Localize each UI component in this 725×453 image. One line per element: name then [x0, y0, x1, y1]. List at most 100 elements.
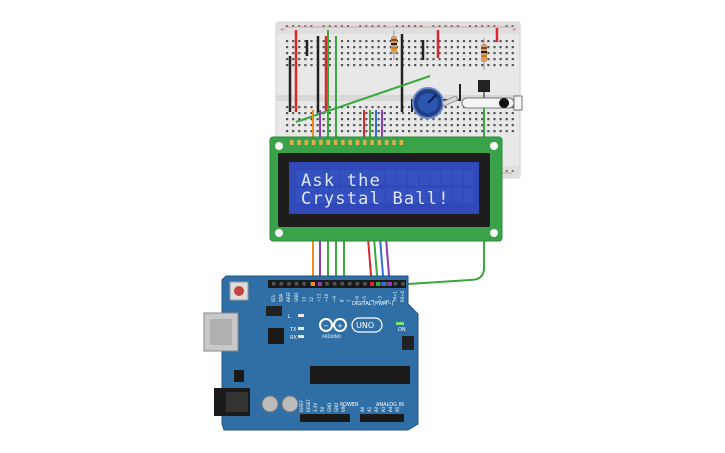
- lcd-pin[interactable]: [341, 140, 345, 145]
- digital-pin-label: 4: [370, 299, 375, 302]
- icsp-header-2[interactable]: [402, 336, 414, 350]
- digital-pin-label: SCL: [271, 294, 276, 302]
- digital-pin-label: 7: [347, 299, 352, 302]
- l-label: L: [288, 314, 291, 320]
- analog-header[interactable]: [360, 414, 404, 422]
- analog-label: ANALOG IN: [376, 402, 404, 408]
- header-wire-ends: [311, 282, 392, 286]
- power-header[interactable]: [300, 414, 350, 422]
- voltage-regulator: [234, 370, 244, 382]
- digital-pin-hole[interactable]: [393, 282, 398, 286]
- power-pin-label: 3.3V: [313, 403, 318, 412]
- lcd-line-1: Ask the: [301, 171, 381, 191]
- digital-pin-label: 2: [385, 299, 390, 302]
- rx-label: RX: [290, 335, 297, 341]
- lcd-pin[interactable]: [326, 140, 331, 145]
- icsp-header[interactable]: [266, 306, 282, 316]
- lcd-character-cells: [296, 170, 474, 203]
- lcd-pin[interactable]: [297, 140, 301, 145]
- analog-pin-label: A2: [374, 406, 379, 412]
- atmega-chip: [310, 366, 410, 384]
- lcd-pin[interactable]: [319, 140, 323, 145]
- lcd-mount-hole: [275, 229, 283, 237]
- digital-pin-hole[interactable]: [302, 282, 306, 286]
- digital-pin-label: AREF: [286, 291, 291, 302]
- lcd-pin[interactable]: [290, 140, 294, 145]
- digital-pin-hole[interactable]: [386, 282, 390, 286]
- digital-pin-hole[interactable]: [401, 282, 405, 286]
- digital-pin-label: RX<0: [400, 290, 405, 302]
- brand-label: ARDUINO: [322, 334, 341, 339]
- tilt-sensor-icon[interactable]: [461, 80, 523, 111]
- power-pin-label: 5V: [320, 406, 325, 412]
- power-pin-label: IOREF: [299, 399, 304, 412]
- analog-pin-label: A4: [388, 406, 393, 412]
- power-pin-label: GND: [334, 403, 339, 412]
- digital-pin-hole[interactable]: [378, 282, 382, 286]
- power-label: POWER: [340, 402, 359, 408]
- digital-pin-hole[interactable]: [325, 282, 329, 286]
- usb-port-icon[interactable]: [203, 312, 239, 352]
- digital-pin-hole[interactable]: [355, 282, 360, 286]
- rail-plus-label-right: +: [512, 27, 516, 33]
- capacitor: [261, 395, 279, 413]
- analog-pin-label: A0: [360, 406, 365, 412]
- lcd-pin[interactable]: [392, 140, 396, 145]
- on-label: ON: [398, 327, 406, 333]
- potentiometer-icon[interactable]: [412, 87, 459, 119]
- lcd-pin[interactable]: [384, 140, 389, 145]
- lcd-pin[interactable]: [348, 140, 352, 145]
- power-pin-label: GND: [327, 403, 332, 412]
- model-label: UNO: [356, 321, 374, 330]
- power-jack-icon[interactable]: [214, 388, 250, 416]
- lcd-pin[interactable]: [399, 140, 404, 145]
- lcd-mount-hole: [490, 229, 498, 237]
- resistor-icon[interactable]: [481, 38, 487, 70]
- usb-chip: [268, 328, 284, 344]
- digital-pin-hole[interactable]: [279, 282, 284, 286]
- digital-pin-hole[interactable]: [332, 282, 337, 286]
- digital-label: DIGITAL (PWM~): [352, 301, 394, 307]
- analog-pin-label: A1: [367, 406, 372, 412]
- power-pin-label: RESET: [306, 399, 311, 412]
- svg-text:−: −: [323, 322, 329, 330]
- rail-plus-label: +: [280, 27, 284, 33]
- breadboard-wires[interactable]: [288, 28, 499, 123]
- digital-pin-label: 12: [309, 296, 314, 302]
- reset-button[interactable]: [229, 281, 249, 301]
- digital-pin-hole[interactable]: [287, 282, 291, 286]
- digital-pin-label: ~6: [355, 296, 360, 302]
- lcd-pin[interactable]: [311, 140, 316, 145]
- digital-pin-label: 13: [301, 296, 306, 302]
- lcd-pin[interactable]: [363, 140, 367, 145]
- lcd-pin[interactable]: [304, 140, 309, 145]
- analog-pin-label: A5: [395, 406, 400, 412]
- lcd-line-2: Crystal Ball!: [301, 189, 450, 209]
- lcd-pin[interactable]: [333, 140, 338, 145]
- analog-pin-label: A3: [381, 406, 386, 412]
- power-pin-label: VIN: [341, 405, 346, 412]
- lcd-header-pins[interactable]: [290, 140, 403, 145]
- digital-pin-label: 8: [339, 299, 344, 302]
- lcd-pin[interactable]: [355, 140, 360, 145]
- digital-pin-hole[interactable]: [340, 282, 344, 286]
- lcd-module[interactable]: Ask the Crystal Ball!: [269, 136, 503, 242]
- lcd-pin[interactable]: [370, 140, 374, 145]
- digital-pin-label: TX>1: [393, 290, 398, 303]
- l-led: [298, 314, 304, 317]
- digital-pin-hole[interactable]: [272, 282, 276, 286]
- digital-pin-hole[interactable]: [348, 282, 352, 286]
- digital-header[interactable]: [268, 280, 406, 288]
- lcd-pin[interactable]: [377, 140, 382, 145]
- resistor-icon[interactable]: [391, 30, 397, 60]
- digital-pin-hole[interactable]: [363, 282, 367, 286]
- digital-pin-hole[interactable]: [294, 282, 299, 286]
- digital-pin-label: ~5: [362, 296, 367, 302]
- arduino-logo: − +: [319, 318, 347, 332]
- digital-pin-label: ~11: [317, 293, 322, 302]
- on-led: [396, 322, 404, 325]
